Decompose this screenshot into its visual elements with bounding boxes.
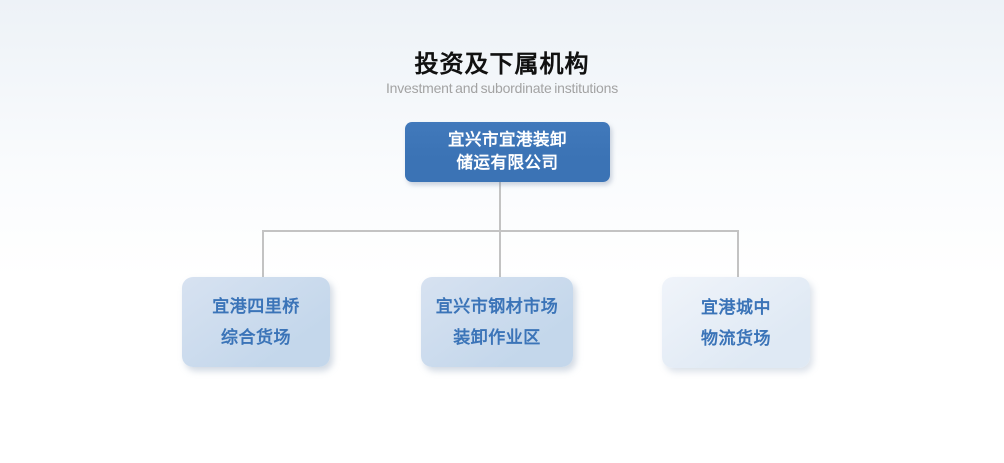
org-node-child-3-label-line2: 物流货场 (701, 328, 771, 348)
org-node-root-label-line2: 储运有限公司 (456, 154, 559, 172)
org-node-child-1-label-line2: 综合货场 (221, 328, 291, 347)
org-node-child-3-label-line1: 宜港城中 (701, 297, 771, 317)
connector-drop-right (737, 230, 739, 277)
connector-root-stub (499, 182, 501, 231)
connector-drop-middle (499, 230, 501, 277)
org-node-child-2-label-line2: 装卸作业区 (453, 328, 541, 347)
org-node-child-1: 宜港四里桥 综合货场 (182, 277, 330, 367)
org-node-root-label-line1: 宜兴市宜港装卸 (448, 131, 567, 149)
org-node-child-1-label-line1: 宜港四里桥 (212, 297, 300, 316)
page-title: 投资及下属机构 (414, 51, 590, 78)
org-node-root: 宜兴市宜港装卸 储运有限公司 (405, 122, 610, 182)
page-subtitle: Investment and subordinate institutions (385, 80, 618, 96)
connector-drop-left (262, 230, 264, 277)
org-node-child-3: 宜港城中 物流货场 (662, 277, 810, 368)
org-node-child-2: 宜兴市钢材市场 装卸作业区 (421, 277, 573, 367)
org-node-child-2-label-line1: 宜兴市钢材市场 (435, 297, 559, 316)
